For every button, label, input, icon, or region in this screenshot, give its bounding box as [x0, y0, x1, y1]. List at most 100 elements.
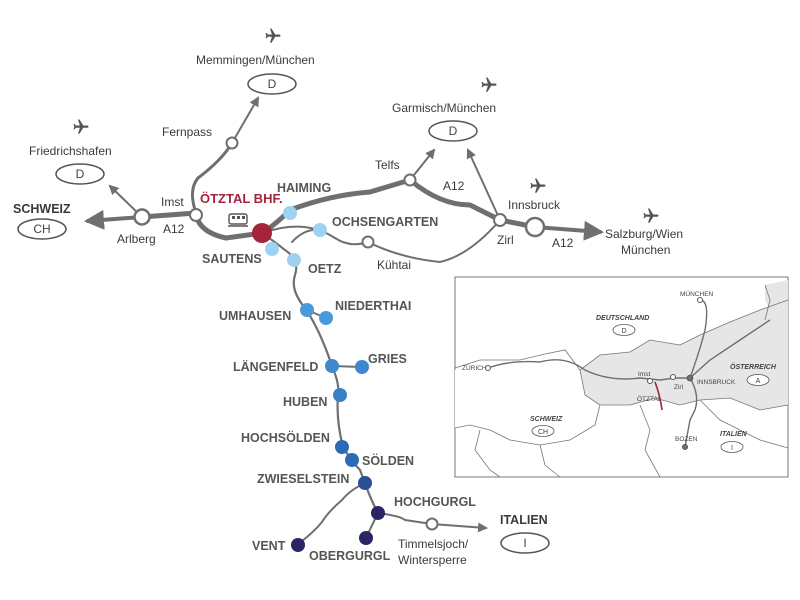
destination-friedrichshafen: Friedrichshafen D — [29, 119, 112, 185]
label-huben: HUBEN — [283, 395, 327, 409]
badge-d-friedrichshafen-text: D — [76, 167, 85, 181]
label-friedrichshafen: Friedrichshafen — [29, 144, 112, 158]
stop-haiming[interactable] — [283, 206, 297, 220]
arlberg-junction — [133, 208, 151, 226]
stop-umhausen[interactable] — [300, 303, 314, 317]
destination-garmisch: Garmisch/München D — [392, 77, 497, 142]
label-salzburg-1: Salzburg/Wien — [605, 227, 683, 241]
zirl-junction — [493, 213, 507, 227]
inset-badge-ch — [531, 425, 555, 437]
badge-d-garmisch — [428, 120, 478, 142]
inset-label-zuerich: ZÜRICH — [462, 364, 487, 372]
badge-ch — [17, 218, 67, 240]
label-hochsoelden: HOCHSÖLDEN — [241, 430, 330, 445]
label-imst: Imst — [161, 195, 184, 209]
road-zirl-garmisch — [466, 148, 501, 221]
inset-badge-ch-text: CH — [538, 429, 548, 436]
inset-label-imst: Imst — [638, 371, 650, 378]
inset-east-area — [765, 280, 788, 310]
badge-d-garmisch-text: D — [449, 124, 458, 138]
label-memmingen: Memmingen/München — [196, 53, 315, 67]
stop-oetz[interactable] — [287, 253, 301, 267]
inset-map: MÜNCHEN DEUTSCHLAND D ZÜRICH Imst Zirl I… — [454, 276, 789, 478]
stop-oetztal-bhf[interactable] — [252, 223, 272, 243]
airplane-icon — [481, 77, 497, 92]
inset-roads — [487, 299, 771, 448]
label-innsbruck: Innsbruck — [508, 198, 561, 212]
label-timmelsjoch-2: Wintersperre — [398, 553, 467, 567]
inset-badge-d — [612, 324, 636, 336]
label-garmisch: Garmisch/München — [392, 101, 496, 115]
label-salzburg-2: München — [621, 243, 670, 257]
road-to-salzburg — [533, 220, 604, 241]
badge-i — [500, 532, 550, 554]
label-niederthai: NIEDERTHAI — [335, 299, 411, 313]
label-telfs: Telfs — [375, 158, 400, 172]
label-schweiz: SCHWEIZ — [13, 202, 71, 216]
inset-borders — [454, 284, 789, 478]
label-vent: VENT — [252, 539, 286, 553]
label-umhausen: UMHAUSEN — [219, 309, 291, 323]
stop-zwieselstein[interactable] — [358, 476, 372, 490]
stop-vent[interactable] — [291, 538, 305, 552]
inset-austria-area — [580, 300, 788, 410]
label-hochgurgl: HOCHGURGL — [394, 495, 476, 509]
label-sautens: SAUTENS — [202, 252, 262, 266]
label-obergurgl: OBERGURGL — [309, 549, 391, 563]
valley-stops — [252, 206, 385, 552]
road-fernpass-memmingen — [231, 96, 260, 144]
stop-sautens[interactable] — [265, 242, 279, 256]
airplane-icon — [73, 119, 89, 134]
airplane-icon — [643, 208, 659, 223]
badge-i-text: I — [523, 536, 526, 550]
imst-junction — [189, 208, 203, 222]
label-zwieselstein: ZWIESELSTEIN — [257, 472, 349, 486]
label-a12-east: A12 — [552, 236, 574, 250]
label-gries: GRIES — [368, 352, 407, 366]
stop-hochgurgl[interactable] — [371, 506, 385, 520]
train-icon — [228, 213, 248, 227]
label-a12-west: A12 — [163, 222, 185, 236]
inset-label-oetztal: ÖTZTAL — [637, 395, 662, 403]
label-italien: ITALIEN — [500, 513, 548, 527]
a12-east — [259, 177, 538, 236]
label-haiming: HAIMING — [277, 181, 331, 195]
inset-points — [485, 297, 703, 450]
badge-d-friedrichshafen — [55, 163, 105, 185]
stop-obergurgl[interactable] — [359, 531, 373, 545]
label-laengenfeld: LÄNGENFELD — [233, 359, 318, 374]
stop-huben[interactable] — [333, 388, 347, 402]
badge-ch-text: CH — [33, 222, 50, 236]
label-fernpass: Fernpass — [162, 125, 212, 139]
kuehtai-junction — [361, 235, 375, 249]
label-oetz: OETZ — [308, 262, 342, 276]
inset-label-zirl: Zirl — [674, 384, 684, 391]
road-to-schweiz — [84, 209, 144, 230]
telfs-junction — [403, 173, 417, 187]
destination-memmingen: Memmingen/München D — [196, 28, 315, 95]
road-imst-fernpass — [191, 141, 234, 215]
stop-hochsoelden[interactable] — [335, 440, 349, 454]
stop-laengenfeld[interactable] — [325, 359, 339, 373]
label-soelden: SÖLDEN — [362, 453, 414, 468]
badge-d-memmingen — [247, 73, 297, 95]
inset-badge-i — [720, 441, 744, 453]
fernpass-junction — [225, 136, 239, 150]
road-timmelsjoch — [377, 512, 433, 525]
stop-gries[interactable] — [355, 360, 369, 374]
inset-label-schweiz: SCHWEIZ — [530, 416, 563, 423]
inset-label-bozen: BOZEN — [675, 436, 698, 443]
airplane-icon — [530, 178, 546, 193]
stop-soelden[interactable] — [345, 453, 359, 467]
innsbruck-junction — [524, 216, 546, 238]
label-kuehtai: Kühtai — [377, 258, 411, 272]
inset-label-deutschland: DEUTSCHLAND — [596, 315, 649, 322]
stop-niederthai[interactable] — [319, 311, 333, 325]
label-timmelsjoch-1: Timmelsjoch/ — [398, 537, 469, 551]
destination-schweiz: SCHWEIZ CH — [13, 202, 71, 240]
inset-badge-i-text: I — [731, 445, 733, 452]
inset-label-muenchen: MÜNCHEN — [680, 290, 714, 298]
airplane-icon — [265, 28, 281, 43]
stop-ochsengarten[interactable] — [313, 223, 327, 237]
